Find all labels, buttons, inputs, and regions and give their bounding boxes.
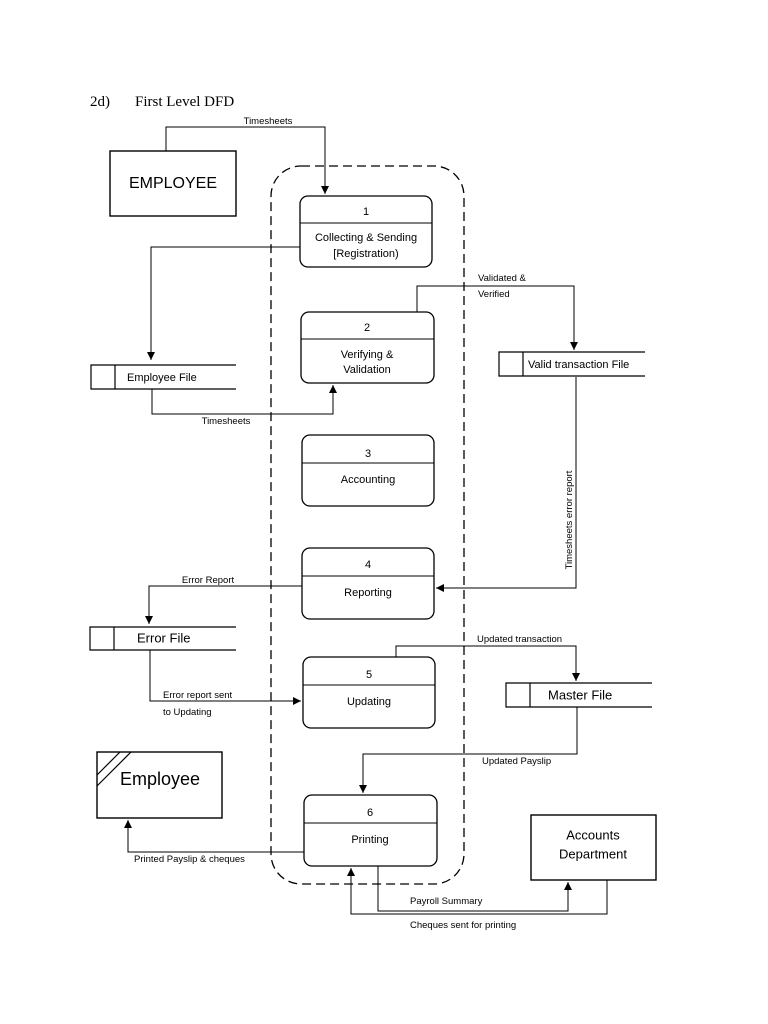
process-2-line1: Verifying & — [341, 349, 394, 361]
flow-label-updated-payslip: Updated Payslip — [482, 756, 551, 767]
flow-p5-to-master-file — [395, 645, 580, 681]
process-3: 3 Accounting — [301, 434, 435, 507]
process-6-id: 6 — [367, 807, 373, 819]
flow-label-payroll-summary: Payroll Summary — [410, 896, 483, 907]
process-5: 5 Updating — [302, 656, 436, 729]
process-1: 1 Collecting & Sending [Registration) — [299, 195, 433, 268]
flow-employee-file-to-p2 — [151, 385, 337, 415]
flow-p1-to-employee-file — [147, 246, 300, 360]
store-valid-transaction-file: Valid transaction File — [498, 351, 645, 377]
process-4-line1: Reporting — [344, 587, 392, 599]
process-3-id: 3 — [365, 448, 371, 460]
heading-title: First Level DFD — [135, 94, 235, 110]
flow-label-updated-transaction: Updated transaction — [477, 634, 562, 645]
process-4: 4 Reporting — [301, 547, 435, 620]
store-master-file: Master File — [505, 682, 652, 708]
flow-timesheets-to-p1 — [165, 126, 329, 194]
flow-p4-to-error-file — [145, 585, 302, 624]
process-1-line2: [Registration) — [333, 248, 398, 260]
flow-error-file-to-p5 — [149, 650, 301, 705]
flow-label-error-report: Error Report — [182, 575, 235, 586]
flow-label-timesheets-bottom: Timesheets — [202, 416, 251, 427]
flow-label-validated-1: Validated & — [478, 273, 527, 284]
flow-label-error-report-sent-2: to Updating — [163, 707, 212, 718]
process-1-id: 1 — [363, 206, 369, 218]
process-4-id: 4 — [365, 559, 371, 571]
flow-p2-to-valid-file — [416, 285, 578, 350]
flow-valid-file-to-p4 — [436, 377, 577, 592]
store-valid-transaction-file-label: Valid transaction File — [528, 359, 629, 371]
process-3-line1: Accounting — [341, 474, 395, 486]
flow-label-error-report-sent-1: Error report sent — [163, 690, 233, 701]
entity-employee-bottom: Employee — [96, 751, 223, 819]
entity-employee-top-label: EMPLOYEE — [129, 175, 217, 192]
entity-accounts-line1: Accounts — [566, 827, 620, 842]
entity-accounts-department: Accounts Department — [530, 814, 657, 881]
process-2-line2: Validation — [343, 364, 391, 376]
process-5-line1: Updating — [347, 696, 391, 708]
process-6: 6 Printing — [303, 794, 438, 867]
entity-accounts-line2: Department — [559, 846, 627, 861]
process-2: 2 Verifying & Validation — [300, 311, 435, 384]
flow-label-timesheets-top: Timesheets — [244, 116, 293, 127]
flow-label-cheques-sent: Cheques sent for printing — [410, 920, 516, 931]
store-error-file-label: Error File — [137, 630, 190, 645]
diagram-heading: 2d) First Level DFD — [90, 94, 234, 111]
store-error-file: Error File — [89, 626, 236, 651]
entity-employee-bottom-label: Employee — [120, 769, 200, 789]
process-1-line1: Collecting & Sending — [315, 232, 417, 244]
system-boundary — [270, 165, 465, 885]
process-2-id: 2 — [364, 322, 370, 334]
flow-label-timesheets-error-report: Timesheets error report — [564, 470, 575, 569]
flow-p6-to-accounts — [377, 866, 572, 912]
flow-label-validated-2: Verified — [478, 289, 510, 300]
flow-label-printed-payslip: Printed Payslip & cheques — [134, 854, 245, 865]
flow-master-file-to-p6 — [359, 707, 578, 793]
store-employee-file-label: Employee File — [127, 372, 197, 384]
store-master-file-label: Master File — [548, 687, 612, 702]
heading-number: 2d) — [90, 94, 110, 110]
flow-p6-to-employee — [124, 820, 304, 853]
flow-accounts-to-p6 — [347, 868, 608, 915]
process-5-id: 5 — [366, 669, 372, 681]
entity-employee-top: EMPLOYEE — [109, 150, 237, 217]
store-employee-file: Employee File — [90, 364, 236, 390]
process-6-line1: Printing — [351, 834, 388, 846]
